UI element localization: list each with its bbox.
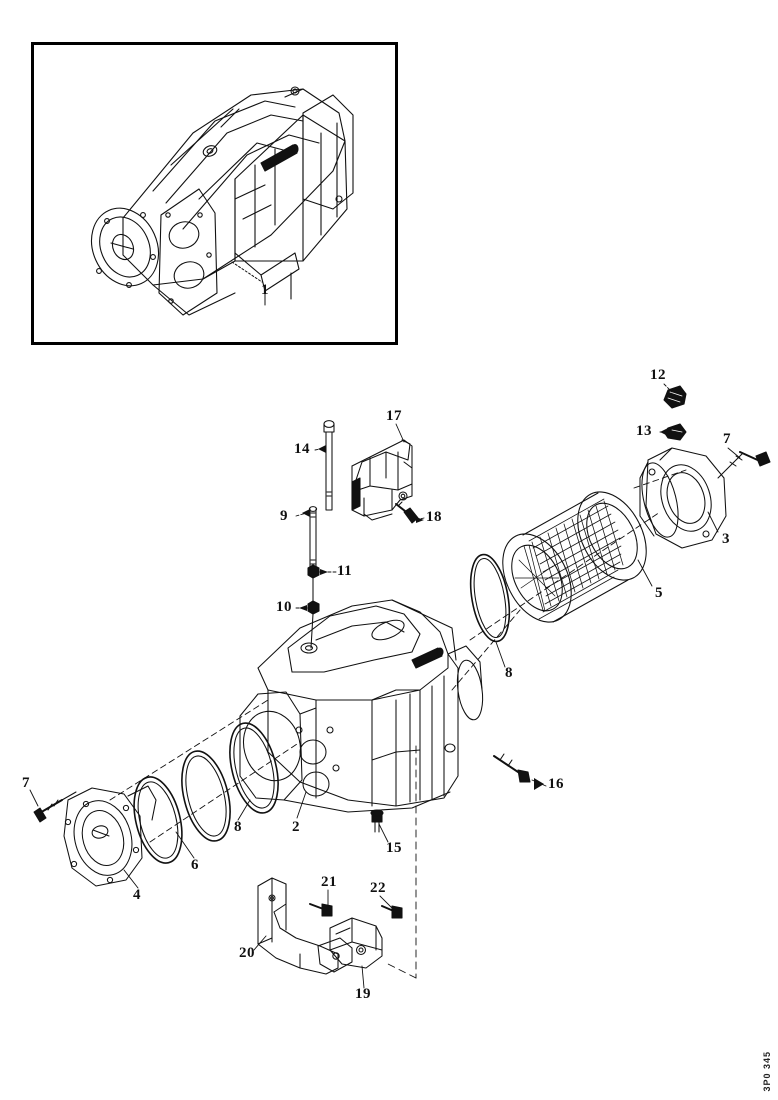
callout-label-15: 15 (386, 840, 402, 856)
callout-label-16: 16 (548, 776, 564, 792)
callout-label-9: 9 (280, 508, 288, 524)
callout-label-5: 5 (655, 585, 663, 601)
callout-label-7-left: 7 (22, 775, 30, 791)
callout-label-11: 11 (337, 563, 353, 579)
callout-label-17: 17 (386, 408, 402, 424)
drawing-reference-code: 3P0 345 (762, 1051, 772, 1092)
callout-label-20: 20 (239, 945, 255, 961)
callout-label-10: 10 (276, 599, 292, 615)
assembled-view-inset-box (31, 42, 398, 345)
callout-label-8-left: 8 (234, 819, 242, 835)
callout-label-6: 6 (191, 857, 199, 873)
inset-artwork (90, 86, 354, 316)
callout-label-12: 12 (650, 367, 666, 383)
callout-label-2: 2 (292, 819, 300, 835)
callout-label-3: 3 (722, 531, 730, 547)
callout-label-21: 21 (321, 874, 337, 890)
callout-label-1: 1 (261, 282, 269, 298)
callout-label-18: 18 (426, 509, 442, 525)
callout-label-22: 22 (370, 880, 386, 896)
callout-label-7-right: 7 (723, 431, 731, 447)
callout-label-14: 14 (294, 441, 310, 457)
callout-label-19: 19 (355, 986, 371, 1002)
callout-label-8-right: 8 (505, 665, 513, 681)
callout-label-13: 13 (636, 423, 652, 439)
callout-label-4: 4 (133, 887, 141, 903)
